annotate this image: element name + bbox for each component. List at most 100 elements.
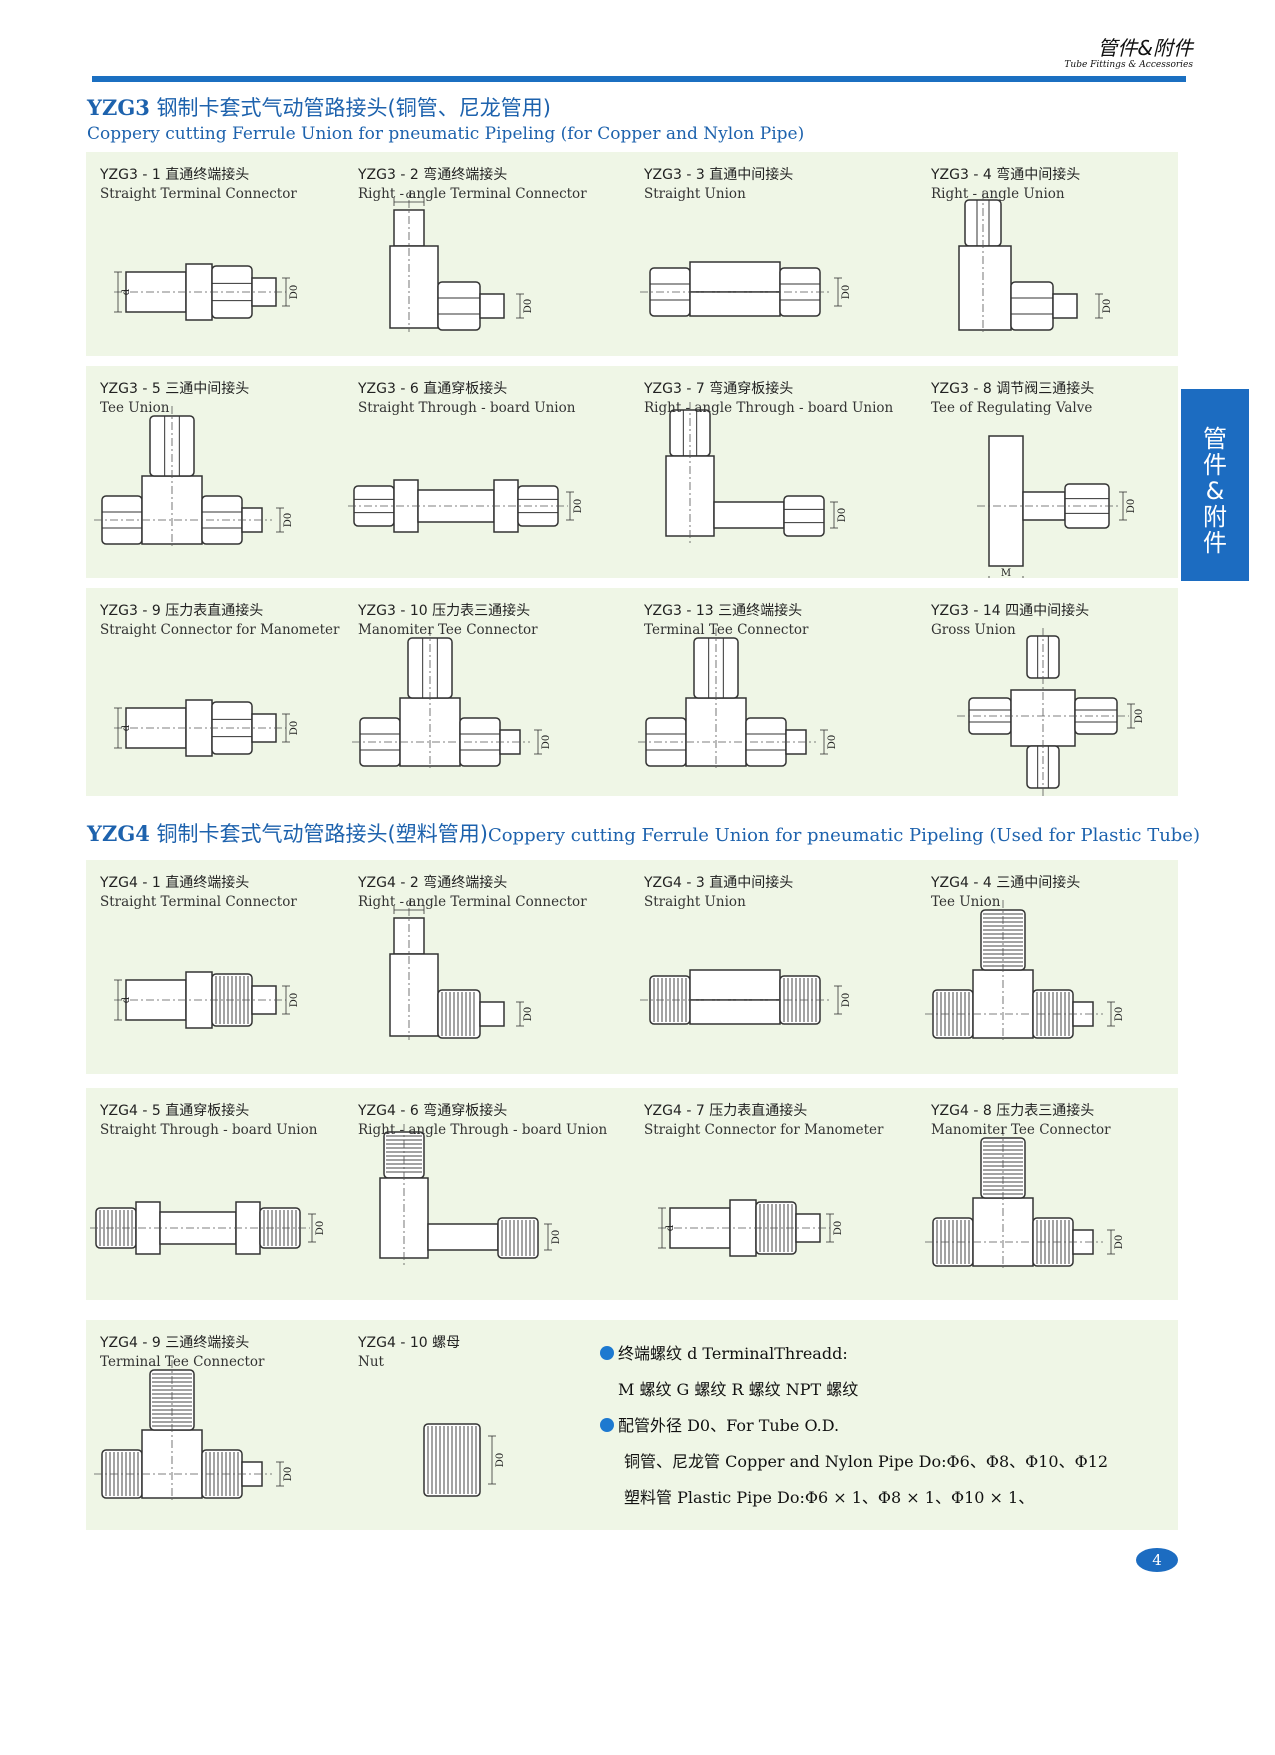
fitting-body (1052, 293, 1078, 319)
section-code: YZG4 (87, 821, 150, 846)
side-tab: 管 件 & 附 件 (1181, 389, 1249, 581)
dimension-label: D0 (315, 1221, 326, 1235)
dimension-label: d (665, 1224, 676, 1231)
dimension-label: D0 (573, 499, 584, 513)
fitting-drawing: D0 (379, 1124, 562, 1268)
fitting-drawing: D0 (94, 1360, 294, 1500)
fitting-title-cn: YZG3 - 2 弯通终端接头 (358, 164, 507, 184)
side-tab-char: 件 (1203, 528, 1227, 557)
fitting-body (689, 969, 781, 1001)
fitting-name-en: Right - angle Terminal Connector (358, 186, 587, 202)
fitting-name-cn: 直通终端接头 (165, 875, 250, 891)
fitting-title-cn: YZG3 - 9 压力表直通接头 (100, 600, 263, 620)
dimension-label: d (121, 996, 132, 1003)
dimension-label: D0 (495, 1453, 506, 1467)
fitting-drawing: D0 (94, 406, 294, 546)
fitting-code: YZG3 - 9 (100, 603, 161, 619)
nut-body (1064, 483, 1110, 529)
fitting-code: YZG3 - 8 (931, 381, 992, 397)
fitting-drawing: dD0 (389, 190, 534, 332)
fitting-name-en: Straight Through - board Union (100, 1122, 318, 1138)
fitting-diagram: D0 (348, 479, 584, 533)
fitting-body (689, 999, 781, 1025)
fitting-name-en: Right - angle Terminal Connector (358, 894, 587, 910)
fitting-diagram: D0 (640, 261, 852, 317)
fitting-title-cn: YZG4 - 5 直通穿板接头 (100, 1100, 249, 1120)
fitting-code: YZG3 - 14 (931, 603, 1001, 619)
fitting-diagram: D0 (957, 628, 1145, 796)
fitting-drawing: d D0 (114, 699, 300, 757)
fitting-name-cn: 三通中间接头 (165, 381, 250, 397)
fitting-name-cn: 直通穿板接头 (165, 1103, 250, 1119)
section-subtitle-yzg3: Coppery cutting Ferrule Union for pneuma… (87, 124, 805, 144)
fitting-name-en: Straight Connector for Manometer (644, 1122, 884, 1138)
fitting-body (479, 293, 505, 319)
side-tab-char: 附 (1203, 502, 1227, 531)
bullet-icon (600, 1346, 614, 1360)
fitting-body (713, 501, 785, 529)
dimension-label: D0 (837, 508, 848, 522)
fitting-name-cn: 三通终端接头 (718, 603, 803, 619)
section-title-yzg4: YZG4 铜制卡套式气动管路接头(塑料管用)Coppery cutting Fe… (87, 818, 1200, 848)
fitting-code: YZG4 - 3 (644, 875, 705, 891)
section-title-en: Coppery cutting Ferrule Union for pneuma… (487, 825, 1200, 846)
note-text: 终端螺纹 d TerminalThreadd: (618, 1344, 848, 1363)
band-yzg3-row3 (86, 588, 1178, 796)
fitting-code: YZG4 - 8 (931, 1103, 992, 1119)
fitting-code: YZG4 - 2 (358, 875, 419, 891)
dimension-label: d (121, 724, 132, 731)
page-number: 4 (1136, 1548, 1178, 1572)
fitting-title-cn: YZG4 - 2 弯通终端接头 (358, 872, 507, 892)
fitting-diagram: D0 (379, 1124, 562, 1268)
fitting-name-cn: 弯通中间接头 (996, 167, 1081, 183)
nut-body (964, 199, 1002, 247)
fitting-diagram: D0 (90, 1201, 326, 1255)
fitting-name-en: Right - angle Through - board Union (358, 1122, 608, 1138)
dimension-label: D0 (1126, 499, 1137, 513)
dimension-label: D0 (289, 721, 300, 735)
fitting-name-cn: 直通中间接头 (709, 167, 794, 183)
fitting-diagram: D0 (925, 1128, 1125, 1268)
fitting-name-en: Tee Union (931, 894, 1001, 910)
fitting-title-cn: YZG3 - 13 三通终端接头 (644, 600, 802, 620)
dimension-label: D0 (289, 285, 300, 299)
fitting-body (689, 261, 781, 293)
fitting-name-en: Tee of Regulating Valve (931, 400, 1093, 416)
fitting-code: YZG3 - 4 (931, 167, 992, 183)
fitting-drawing: D0 (352, 628, 552, 768)
fitting-diagram: D0 (665, 402, 848, 546)
fitting-name-en: Straight Union (644, 186, 746, 202)
fitting-diagram: D0 (423, 1423, 506, 1497)
note-terminal-thread: 终端螺纹 d TerminalThreadd: (600, 1340, 848, 1364)
fitting-code: YZG4 - 6 (358, 1103, 419, 1119)
fitting-title-cn: YZG4 - 8 压力表三通接头 (931, 1100, 1094, 1120)
fitting-title-cn: YZG3 - 8 调节阀三通接头 (931, 378, 1094, 398)
fitting-name-cn: 弯通终端接头 (423, 167, 508, 183)
fitting-code: YZG3 - 10 (358, 603, 428, 619)
fitting-title-cn: YZG3 - 10 压力表三通接头 (358, 600, 530, 620)
fitting-code: YZG3 - 1 (100, 167, 161, 183)
fitting-diagram: D0 (352, 628, 552, 768)
header-title-cn: 管件&附件 (1097, 36, 1193, 60)
fitting-code: YZG4 - 1 (100, 875, 161, 891)
fitting-name-en: Manomiter Tee Connector (358, 622, 538, 638)
dimension-label: D0 (283, 513, 294, 527)
fitting-name-en: Straight Through - board Union (358, 400, 576, 416)
fitting-body (479, 1001, 505, 1027)
dimension-label: D0 (551, 1230, 562, 1244)
fitting-drawing: D0 (925, 900, 1125, 1040)
fitting-card: D0 YZG4 - 6 弯通穿板接头 Right - angle Through -… (344, 1088, 617, 1300)
bullet-icon (600, 1418, 614, 1432)
fitting-name-cn: 弯通穿板接头 (423, 1103, 508, 1119)
fitting-code: YZG4 - 9 (100, 1335, 161, 1351)
fitting-drawing: D0M (977, 435, 1137, 578)
dimension-label: D0 (1102, 299, 1113, 313)
